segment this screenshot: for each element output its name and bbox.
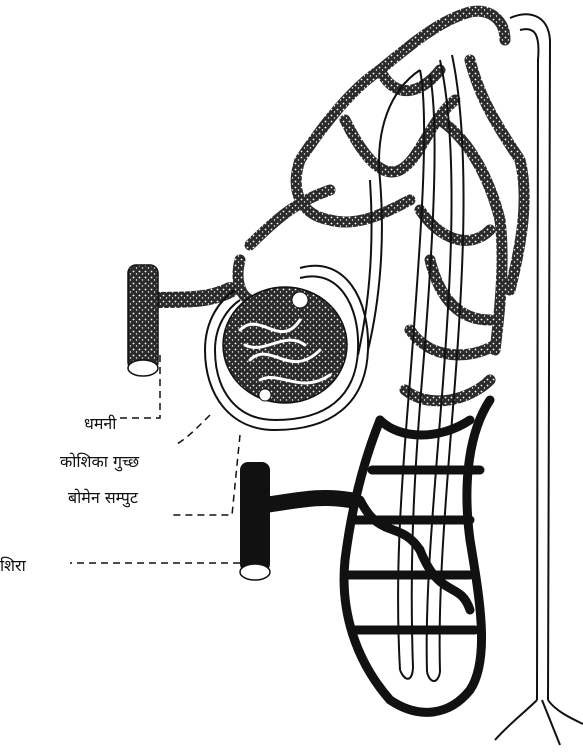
label-artery: धमनी [84, 412, 116, 434]
label-bowman-capsule: बोमेन सम्पुट [68, 486, 138, 508]
collecting-duct [495, 14, 583, 745]
label-glomerulus: कोशिका गुच्छ [60, 450, 139, 472]
label-vein: शिरा [0, 554, 26, 576]
leader-glomerulus [175, 415, 210, 445]
efferent-vein [240, 462, 350, 580]
leader-bowman [170, 435, 240, 515]
glomerulus [223, 287, 347, 403]
